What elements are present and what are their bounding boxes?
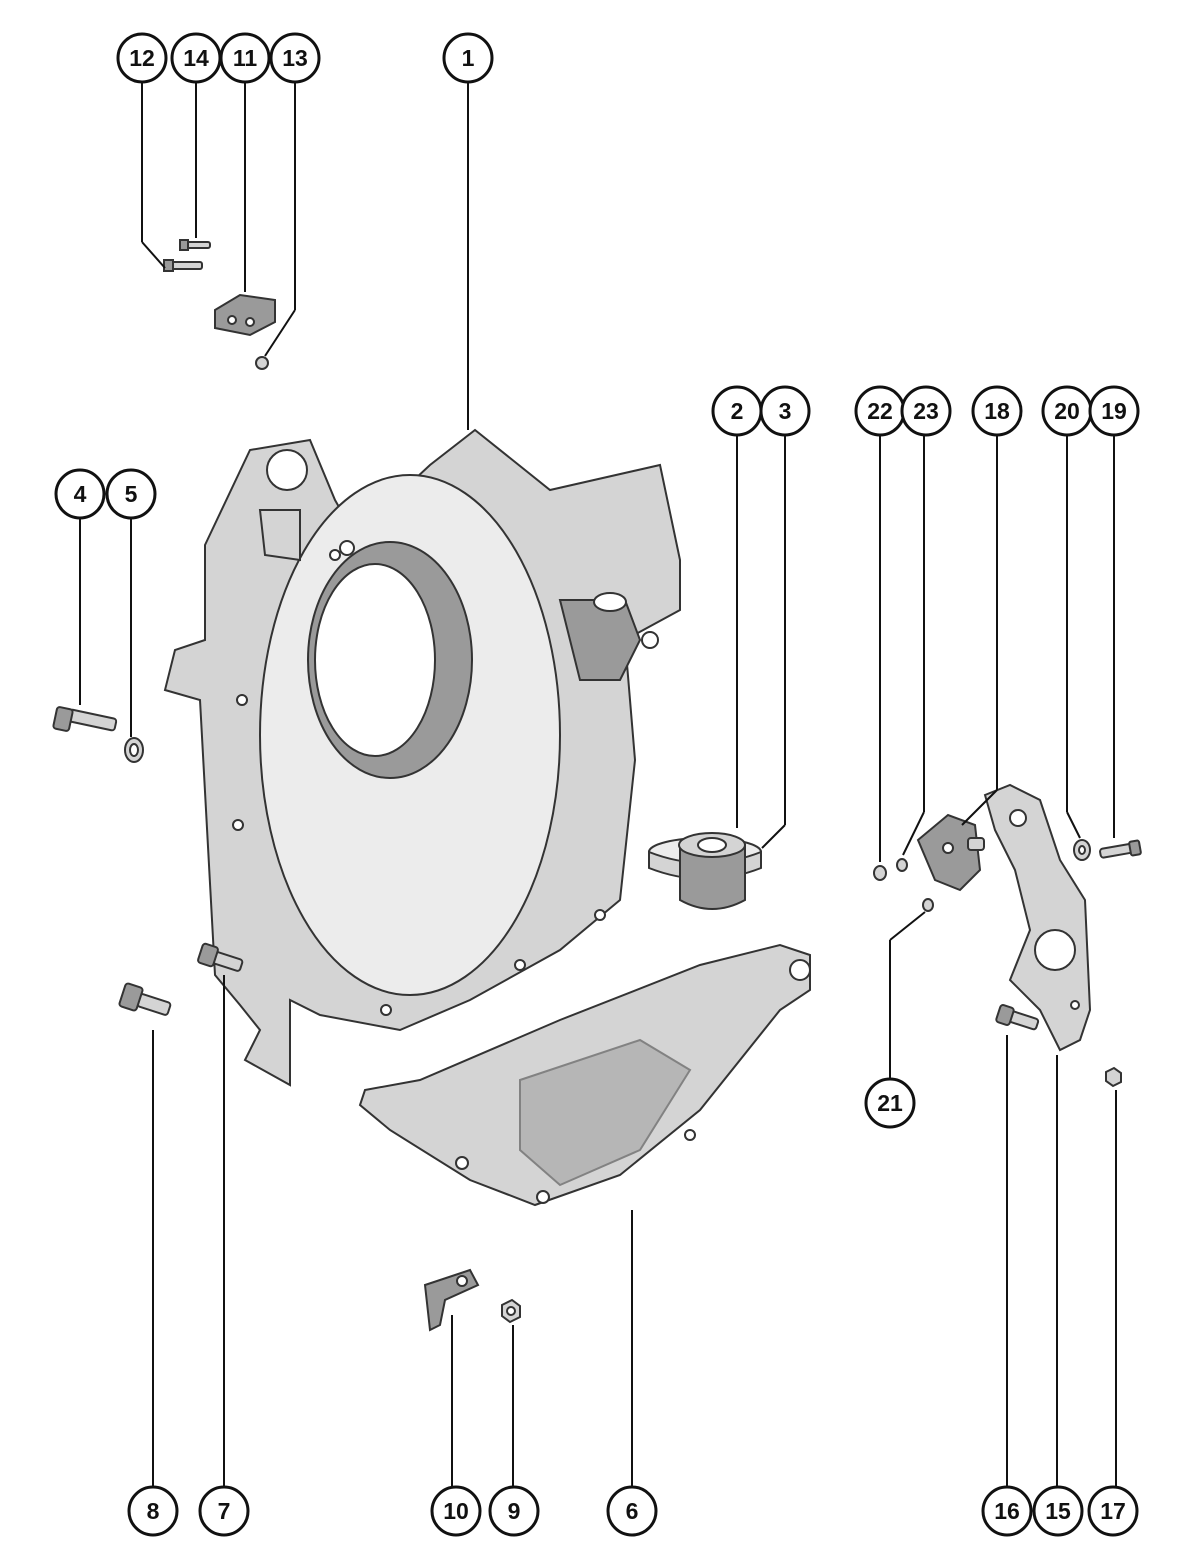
callout-7: 7 — [198, 1485, 250, 1537]
nut-part-17 — [1105, 1066, 1122, 1088]
bolt-part-8 — [118, 982, 172, 1016]
callout-22-label: 22 — [867, 398, 893, 424]
callout-16-label: 16 — [994, 1498, 1020, 1524]
bolt-part-19 — [1099, 839, 1142, 859]
callout-11: 11 — [219, 32, 271, 84]
callout-20-label: 20 — [1054, 398, 1080, 424]
callout-6-circle — [606, 1485, 658, 1537]
callout-5: 5 — [105, 468, 157, 520]
leader-21b — [889, 911, 926, 941]
bushing-part — [678, 832, 746, 910]
callout-16: 16 — [981, 1485, 1033, 1537]
callout-6-label: 6 — [626, 1498, 639, 1524]
callout-20: 20 — [1041, 385, 1093, 437]
callout-2-label: 2 — [731, 398, 744, 424]
callout-2: 2 — [711, 385, 763, 437]
callout-10-circle — [430, 1485, 482, 1537]
callout-8-label: 8 — [147, 1498, 160, 1524]
flywheel-housing-part — [163, 428, 681, 1087]
callout-15-circle — [1032, 1485, 1084, 1537]
leader-23b — [902, 811, 925, 856]
callout-7-circle — [198, 1485, 250, 1537]
callout-8-circle — [127, 1485, 179, 1537]
callout-18-label: 18 — [984, 398, 1010, 424]
callout-1: 1 — [442, 32, 494, 84]
hub-part-18 — [916, 813, 985, 892]
washer-part-5 — [124, 737, 144, 763]
callout-19-circle — [1088, 385, 1140, 437]
callout-8: 8 — [127, 1485, 179, 1537]
callout-7-label: 7 — [218, 1498, 231, 1524]
callout-10-label: 10 — [443, 1498, 469, 1524]
callout-4-label: 4 — [74, 481, 87, 507]
small-nut-part — [255, 356, 269, 370]
callout-17: 17 — [1087, 1485, 1139, 1537]
callout-10: 10 — [430, 1485, 482, 1537]
callout-4: 4 — [54, 468, 106, 520]
leader-20b — [1066, 811, 1081, 839]
leader-18b — [961, 789, 998, 826]
callout-15-label: 15 — [1045, 1498, 1071, 1524]
callout-22: 22 — [854, 385, 906, 437]
callout-13-label: 13 — [282, 45, 308, 71]
bolt-part-4 — [52, 706, 118, 732]
callout-5-circle — [105, 468, 157, 520]
leader-12b — [141, 241, 166, 269]
callout-3-circle — [759, 385, 811, 437]
callout-13-circle — [269, 32, 321, 84]
callout-12-circle — [116, 32, 168, 84]
callout-11-circle — [219, 32, 271, 84]
washer-part-20 — [1073, 839, 1091, 861]
callout-14: 14 — [170, 32, 222, 84]
callout-6: 6 — [606, 1485, 658, 1537]
callout-19: 19 — [1088, 385, 1140, 437]
callout-4-circle — [54, 468, 106, 520]
callout-19-label: 19 — [1101, 398, 1127, 424]
clip-bracket-part — [214, 293, 276, 337]
callout-3: 3 — [759, 385, 811, 437]
leader-3b — [761, 824, 786, 849]
callout-5-label: 5 — [125, 481, 138, 507]
callout-9-label: 9 — [508, 1498, 521, 1524]
callout-17-label: 17 — [1100, 1498, 1126, 1524]
callout-9-circle — [488, 1485, 540, 1537]
callout-11-label: 11 — [233, 45, 258, 71]
bolt-part-7 — [197, 942, 244, 972]
leader-lines — [79, 82, 1117, 1487]
callout-12-label: 12 — [129, 45, 155, 71]
callout-18: 18 — [971, 385, 1023, 437]
callout-16-circle — [981, 1485, 1033, 1537]
small-screw-part — [179, 239, 211, 251]
callout-23-circle — [900, 385, 952, 437]
callout-3-label: 3 — [779, 398, 792, 424]
washer-part-22 — [873, 865, 887, 881]
leader-13b — [264, 309, 296, 357]
callout-15: 15 — [1032, 1485, 1084, 1537]
callout-14-label: 14 — [183, 45, 209, 71]
bolt-part-16 — [995, 1004, 1040, 1031]
callout-21-circle — [864, 1077, 916, 1129]
plate-part-15 — [983, 783, 1092, 1052]
callout-13: 13 — [269, 32, 321, 84]
nut-part-9 — [501, 1298, 521, 1324]
callout-23-label: 23 — [913, 398, 939, 424]
callout-18-circle — [971, 385, 1023, 437]
callout-9: 9 — [488, 1485, 540, 1537]
washer-part-23 — [896, 858, 908, 872]
small-bolt-part — [163, 259, 203, 272]
callout-12: 12 — [116, 32, 168, 84]
callout-17-circle — [1087, 1485, 1139, 1537]
callout-1-circle — [442, 32, 494, 84]
washer-part-21 — [922, 898, 934, 912]
callout-23: 23 — [900, 385, 952, 437]
bracket-part-10 — [423, 1268, 480, 1332]
callout-21-label: 21 — [877, 1090, 903, 1116]
callout-1-label: 1 — [462, 45, 475, 71]
callout-21: 21 — [864, 1077, 916, 1129]
lower-cover-part — [358, 943, 811, 1207]
